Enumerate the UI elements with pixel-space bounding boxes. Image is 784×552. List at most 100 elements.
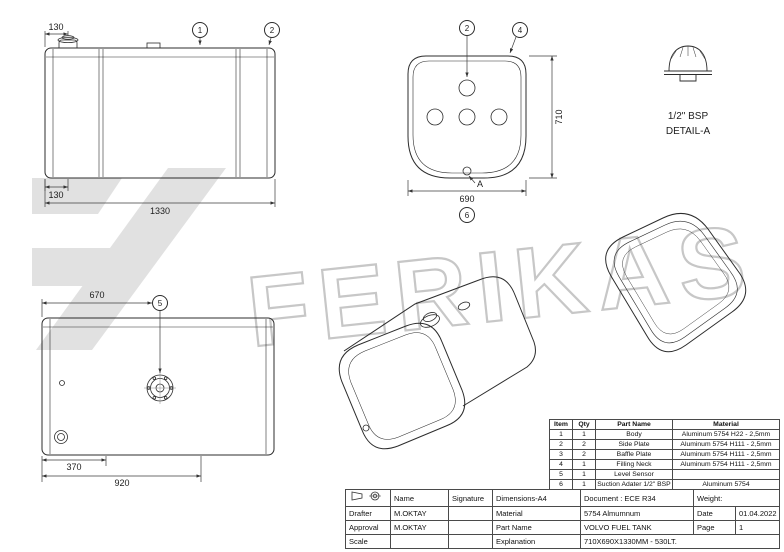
- parts-cell-item: 6: [549, 479, 573, 490]
- parts-header-item: Item: [549, 419, 573, 430]
- parts-cell-material: Aluminum 5754 H22 - 2,5mm: [672, 429, 780, 440]
- parts-cell-item: 1: [549, 429, 573, 440]
- scale-row: Scale Explanation 710X690X1330MM - 530LT…: [345, 534, 781, 549]
- scale-signature: [448, 534, 493, 549]
- view-section: [407, 55, 527, 179]
- partname-label: Part Name: [492, 520, 581, 535]
- drafter-name: M.OKTAY: [390, 506, 449, 521]
- drafter-row: Drafter M.OKTAY Material 5754 Almumnum D…: [345, 506, 781, 521]
- page-label: Page: [693, 520, 736, 535]
- parts-cell-qty: 2: [572, 439, 596, 450]
- date-label: Date: [693, 506, 736, 521]
- detail-a-view: [664, 45, 712, 82]
- callout-2-section: 2: [459, 20, 475, 77]
- parts-cell-item: 2: [549, 439, 573, 450]
- drain-hole: [59, 380, 65, 386]
- parts-header-material: Material: [672, 419, 780, 430]
- parts-row: 2 2 Side Plate Aluminum 5754 H111 - 2,5m…: [549, 439, 780, 450]
- callout-2-section-number: 2: [465, 24, 470, 33]
- parts-cell-material: [672, 469, 780, 480]
- parts-cell-material: Aluminum 5754 H111 - 2,5mm: [672, 439, 780, 450]
- iso-front-fittings: [362, 301, 471, 432]
- callout-6-suction: 6: [459, 207, 475, 223]
- view-side: [44, 35, 276, 179]
- bottom-internal-lines: [43, 319, 273, 454]
- name-column-header: Name: [390, 489, 449, 507]
- drafter-signature: [448, 506, 493, 521]
- callout-1-body: 1: [192, 22, 208, 45]
- dimensions-label: Dimensions-A4: [492, 489, 581, 507]
- dim-1330-length: 1330: [150, 206, 170, 216]
- weight-label: Weight:: [692, 489, 781, 507]
- scale-value: [390, 534, 449, 549]
- side-internal-lines: [46, 49, 274, 177]
- callout-6-number: 6: [465, 211, 470, 220]
- parts-cell-partname: Side Plate: [595, 439, 673, 450]
- callout-4-filling-neck: 4: [509, 22, 528, 54]
- parts-cell-material: Aluminum 5754 H111 - 2,5mm: [672, 459, 780, 470]
- parts-row: 1 1 Body Aluminum 5754 H22 - 2,5mm: [549, 429, 780, 440]
- filler-cap: [57, 35, 79, 48]
- detail-a-title: DETAIL-A: [666, 126, 711, 137]
- parts-cell-partname: Baffle Plate: [595, 449, 673, 460]
- view-bottom-dimensions: [41, 299, 202, 482]
- dim-670-sensor: 670: [89, 290, 104, 300]
- explanation-value: 710X690X1330MM - 530LT.: [579, 534, 781, 549]
- parts-cell-partname: Suction Adater 1/2" BSP: [595, 479, 673, 490]
- title-block-header-row: Name Signature Dimensions-A4 Document : …: [345, 489, 781, 507]
- dim-920-span: 920: [114, 478, 129, 488]
- parts-row: 4 1 Filling Neck Aluminum 5754 H111 - 2,…: [549, 459, 780, 470]
- parts-row: 5 1 Level Sensor: [549, 469, 780, 480]
- parts-cell-material: Aluminum 5754 H111 - 2,5mm: [672, 449, 780, 460]
- cap-hatching: [670, 46, 706, 60]
- watermark-text: FERIKAS: [243, 204, 761, 369]
- callout-2-side-plate: 2: [264, 22, 280, 46]
- dim-690-width: 690: [459, 194, 474, 204]
- view-side-dimensions: [44, 31, 276, 207]
- approval-signature: [448, 520, 493, 535]
- parts-cell-qty: 1: [572, 429, 596, 440]
- parts-row: 6 1 Suction Adater 1/2" BSP Aluminum 575…: [549, 479, 780, 490]
- view-bottom: [41, 317, 275, 456]
- projection-symbol-cell: [345, 489, 391, 507]
- parts-cell-partname: Filling Neck: [595, 459, 673, 470]
- parts-cell-qty: 1: [572, 469, 596, 480]
- callout-2-number: 2: [270, 26, 275, 35]
- sensor-boss: [146, 42, 161, 49]
- callout-1-number: 1: [198, 26, 203, 35]
- detail-a-marker: A: [477, 179, 483, 189]
- parts-header-partname: Part Name: [595, 419, 673, 430]
- parts-cell-item: 4: [549, 459, 573, 470]
- projection-symbol-icon: [351, 491, 381, 501]
- parts-cell-qty: 2: [572, 449, 596, 460]
- detail-a-thread-label: 1/2" BSP: [668, 111, 709, 122]
- dim-130-top: 130: [48, 22, 63, 32]
- dim-710-height: 710: [554, 109, 564, 124]
- document-label: Document : ECE R34: [580, 489, 694, 507]
- date-value: 01.04.2022: [734, 506, 781, 521]
- parts-cell-partname: Body: [595, 429, 673, 440]
- view-section-dimensions: [407, 55, 557, 196]
- dim-130-bottom: 130: [48, 190, 63, 200]
- parts-cell-partname: Level Sensor: [595, 469, 673, 480]
- callout-5-level-sensor: 5: [152, 295, 168, 373]
- level-sensor-flange: [144, 372, 176, 404]
- callout-5-number: 5: [158, 299, 163, 308]
- parts-header-row: Item Qty Part Name Material: [549, 419, 780, 430]
- parts-header-qty: Qty: [572, 419, 596, 430]
- parts-cell-item: 3: [549, 449, 573, 460]
- approval-name: M.OKTAY: [390, 520, 449, 535]
- material-value: 5754 Almumnum: [580, 506, 694, 521]
- parts-cell-qty: 1: [572, 459, 596, 470]
- material-label: Material: [492, 506, 581, 521]
- parts-row: 3 2 Baffle Plate Aluminum 5754 H111 - 2,…: [549, 449, 780, 460]
- callout-4-number: 4: [518, 26, 523, 35]
- title-block: Name Signature Dimensions-A4 Document : …: [345, 489, 781, 549]
- signature-column-header: Signature: [448, 489, 493, 507]
- explanation-label: Explanation: [492, 534, 581, 549]
- dim-370-suction: 370: [66, 462, 81, 472]
- partname-value: VOLVO FUEL TANK: [580, 520, 694, 535]
- parts-table: Item Qty Part Name Material 1 1 Body Alu…: [549, 419, 780, 490]
